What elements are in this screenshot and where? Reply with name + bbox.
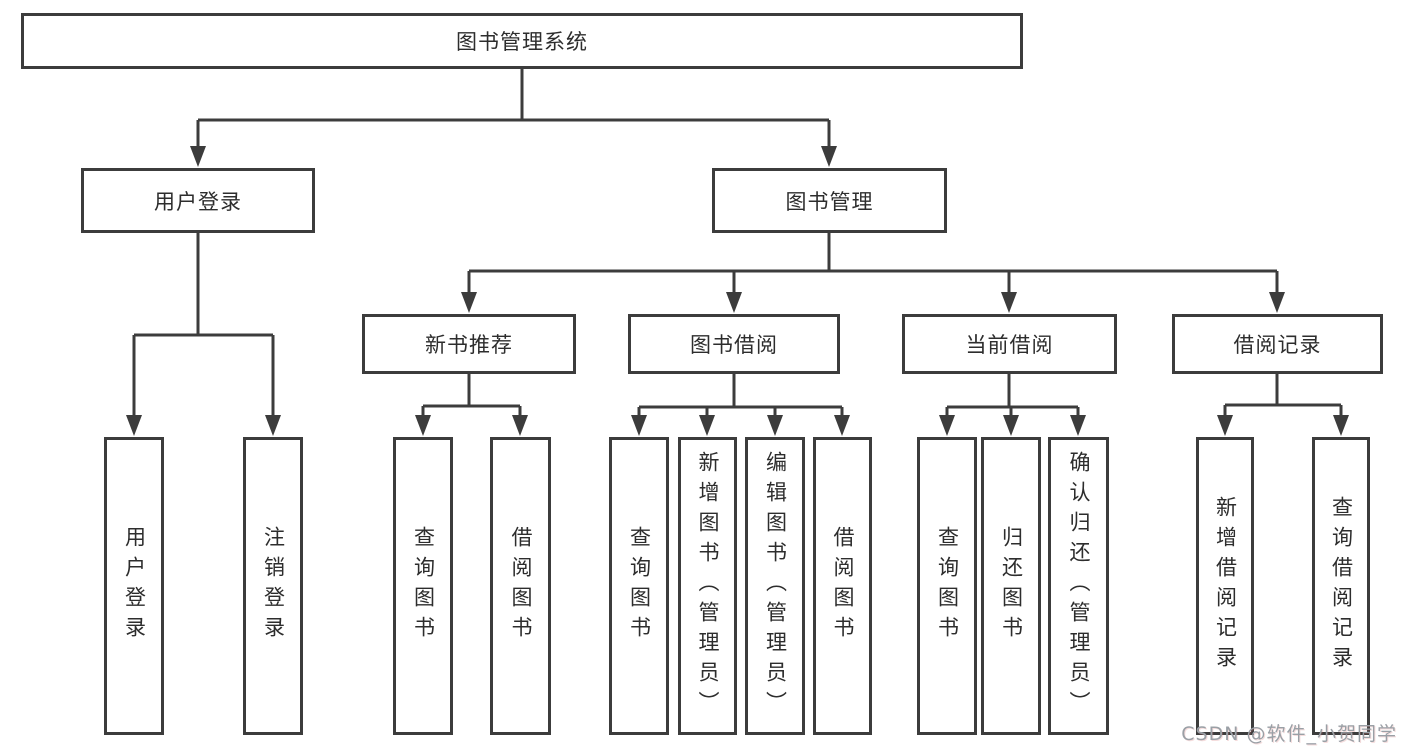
leaf-query-books-current: 查询图书 (917, 437, 977, 735)
leaf-add-borrow-record: 新增借阅记录 (1196, 437, 1254, 735)
leaf-query-books-borrow: 查询图书 (609, 437, 669, 735)
node-new-book-recommend: 新书推荐 (362, 314, 576, 374)
leaf-user-login: 用户登录 (104, 437, 164, 735)
leaf-label: 查询借阅记录 (1329, 496, 1354, 676)
leaf-label: 编辑图书（管理员） (763, 451, 788, 721)
leaf-borrow-books: 借阅图书 (813, 437, 872, 735)
leaf-label: 借阅图书 (509, 526, 533, 646)
leaf-edit-books-admin: 编辑图书（管理员） (745, 437, 805, 735)
leaf-label: 查询图书 (411, 526, 436, 646)
leaf-query-books-recommend: 查询图书 (393, 437, 453, 735)
leaf-label: 注销登录 (261, 526, 286, 646)
node-current-borrow: 当前借阅 (902, 314, 1117, 374)
leaf-label: 新增图书（管理员） (696, 451, 720, 721)
node-user-login: 用户登录 (81, 168, 315, 233)
leaf-label: 确认归还（管理员） (1067, 451, 1091, 721)
leaf-logout: 注销登录 (243, 437, 303, 735)
node-root-system: 图书管理系统 (21, 13, 1023, 69)
leaf-label: 借阅图书 (831, 526, 855, 646)
leaf-query-borrow-record: 查询借阅记录 (1312, 437, 1370, 735)
leaf-label: 用户登录 (122, 526, 147, 646)
leaf-return-books: 归还图书 (981, 437, 1041, 735)
leaf-label: 新增借阅记录 (1213, 496, 1238, 676)
leaf-label: 归还图书 (999, 526, 1024, 646)
node-borrow-records: 借阅记录 (1172, 314, 1383, 374)
leaf-confirm-return-admin: 确认归还（管理员） (1048, 437, 1109, 735)
tree-edges (132, 69, 1343, 419)
leaf-add-books-admin: 新增图书（管理员） (678, 437, 737, 735)
leaf-label: 查询图书 (935, 526, 960, 646)
node-book-management: 图书管理 (712, 168, 947, 233)
csdn-watermark: CSDN @软件_小贺同学 (1181, 723, 1397, 745)
node-book-borrow: 图书借阅 (628, 314, 840, 374)
leaf-borrow-books-recommend: 借阅图书 (490, 437, 551, 735)
leaf-label: 查询图书 (627, 526, 652, 646)
